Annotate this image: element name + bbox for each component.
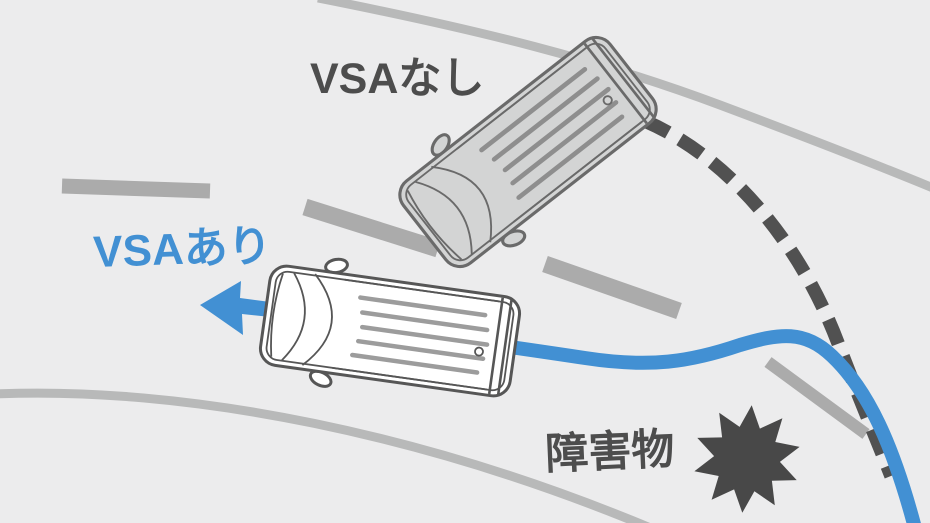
obstacle-starburst-icon <box>694 405 800 513</box>
vsa-off-label: VSAなし <box>310 55 485 103</box>
obstacle-label: 障害物 <box>544 425 676 479</box>
vsa-on-label: VSAあり <box>92 221 273 277</box>
van-with-vsa <box>256 248 524 415</box>
lane-marking-dash-2 <box>302 198 441 258</box>
vsa-on-direction-arrow-icon <box>200 281 280 335</box>
lane-marking-dash-3 <box>542 255 682 320</box>
road-edge-bottom-line <box>0 388 650 523</box>
lane-marking-dash-4 <box>764 357 870 439</box>
lane-marking-dash-1 <box>61 178 211 199</box>
road-edge-top-line <box>317 0 930 192</box>
